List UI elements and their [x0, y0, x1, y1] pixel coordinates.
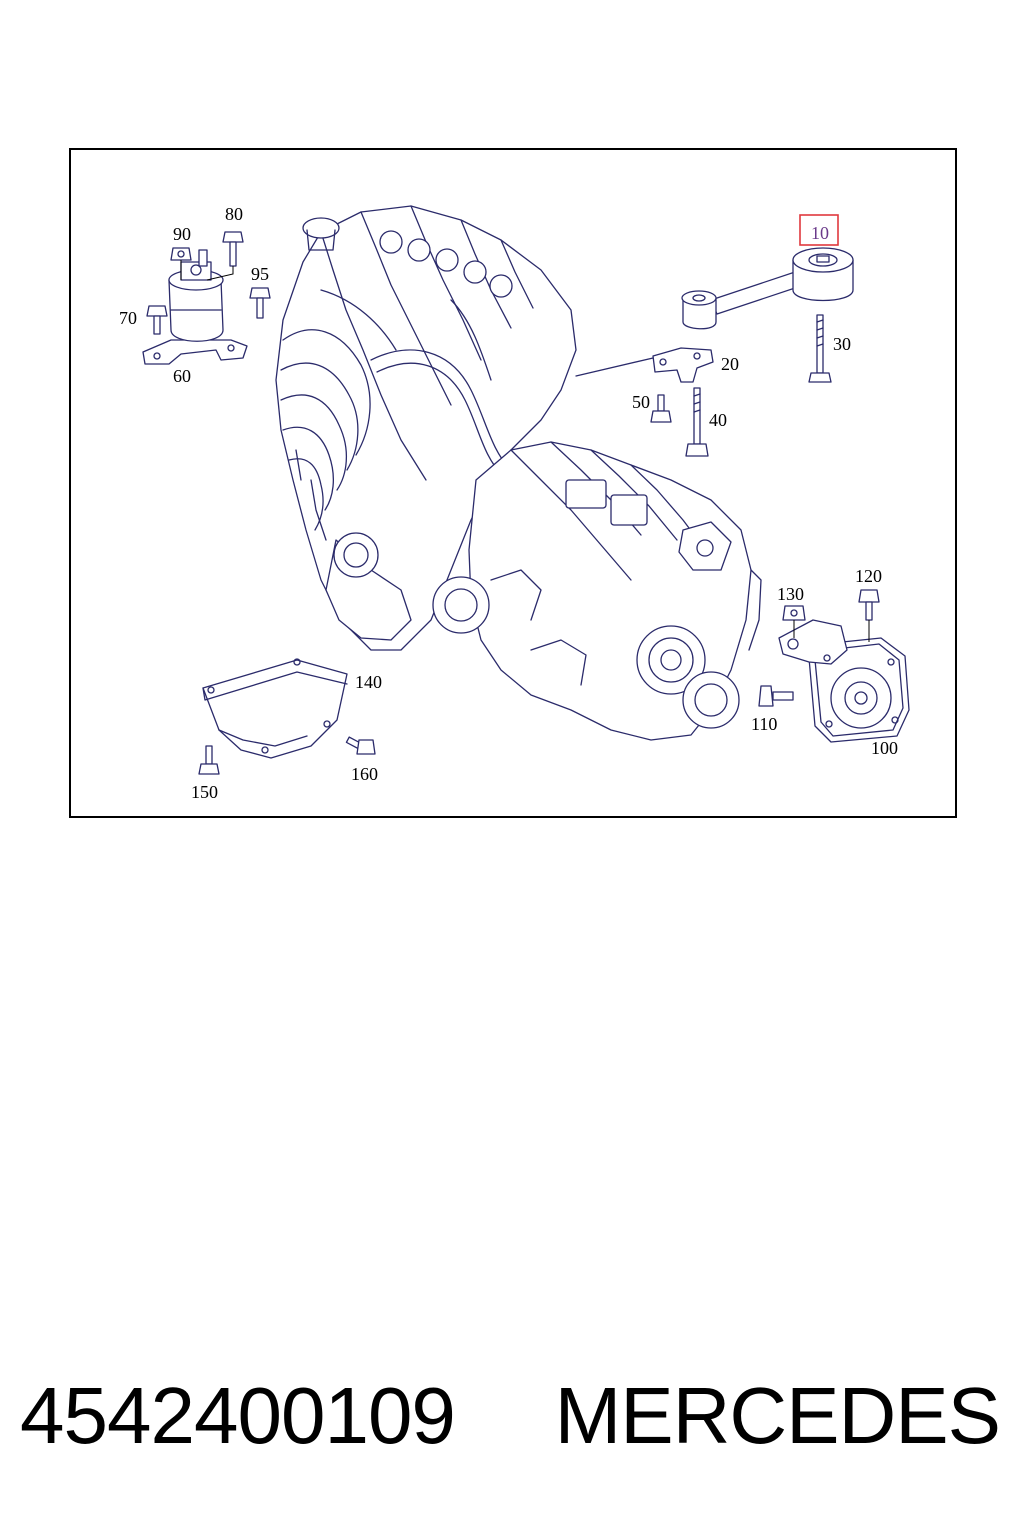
diagram-frame: 10 20 30 40 50 60 70 80 90 95 100 110 12…	[69, 148, 957, 818]
part-100-transmission-mount	[778, 619, 910, 743]
part-150-bolt	[198, 745, 220, 775]
part-120-bolt	[858, 589, 880, 642]
transmission-illustration	[432, 441, 762, 741]
callout-50[interactable]: 50	[632, 392, 650, 412]
part-50-bolt	[650, 394, 672, 423]
part-20-bracket	[575, 347, 714, 383]
callout-110[interactable]: 110	[751, 714, 777, 734]
part-140-cover	[202, 658, 348, 759]
parts-diagram: 10 20 30 40 50 60 70 80 90 95 100 110 12…	[119, 204, 910, 802]
part-90-nut	[170, 247, 192, 280]
callout-120[interactable]: 120	[855, 566, 882, 586]
part-30-bolt	[808, 314, 832, 383]
part-70-bolt	[146, 305, 168, 335]
callout-130[interactable]: 130	[777, 584, 804, 604]
callout-30[interactable]: 30	[833, 334, 851, 354]
callout-10[interactable]: 10	[811, 223, 829, 243]
part-40-bolt	[685, 387, 709, 457]
callout-10-highlight-box	[799, 214, 839, 246]
brand-name: MERCEDES	[554, 1371, 1001, 1460]
callout-100[interactable]: 100	[871, 738, 898, 758]
callout-90[interactable]: 90	[173, 224, 191, 244]
callout-80[interactable]: 80	[225, 204, 243, 224]
callout-60[interactable]: 60	[173, 366, 191, 386]
callout-labels: 10 20 30 40 50 60 70 80 90 95 100 110 12…	[119, 204, 898, 802]
part-10-torque-rod	[681, 247, 854, 330]
callout-70[interactable]: 70	[119, 308, 137, 328]
part-130-nut	[782, 605, 806, 638]
callout-160[interactable]: 160	[351, 764, 378, 784]
part-110-bolt	[758, 685, 794, 707]
footer-caption: 4542400109 MERCEDES	[0, 1370, 1024, 1470]
part-80-bolt	[206, 231, 244, 281]
callout-140[interactable]: 140	[355, 672, 382, 692]
callout-20[interactable]: 20	[721, 354, 739, 374]
part-160-bolt	[345, 736, 376, 755]
callout-95[interactable]: 95	[251, 264, 269, 284]
engine-illustration	[275, 205, 577, 651]
part-95-bolt	[249, 287, 271, 319]
part-number: 4542400109	[20, 1371, 456, 1460]
callout-40[interactable]: 40	[709, 410, 727, 430]
part-60-engine-mount	[142, 249, 248, 365]
callout-150[interactable]: 150	[191, 782, 218, 802]
